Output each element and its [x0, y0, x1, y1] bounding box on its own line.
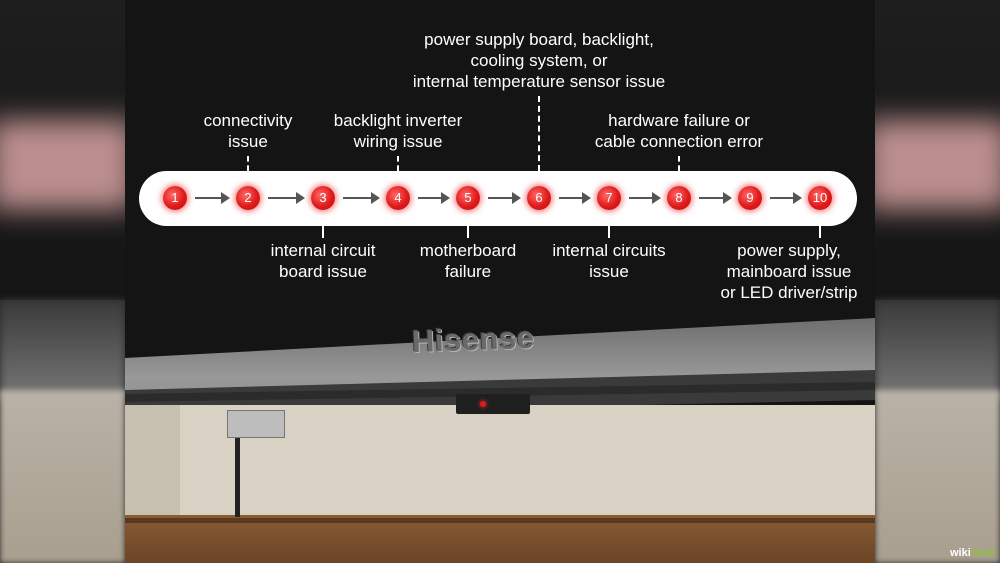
step-label-7: internal circuits issue [552, 240, 665, 282]
step-label-line: power supply, [737, 241, 841, 260]
leader-line [608, 226, 610, 238]
leader-line [538, 96, 540, 171]
blink-led-3: 3 [311, 186, 335, 210]
step-label-line: board issue [279, 262, 367, 281]
arrow-icon [770, 192, 802, 204]
step-label-line: or LED driver/strip [720, 283, 858, 302]
arrow-icon [699, 192, 732, 204]
right-blur-band [875, 0, 1000, 563]
step-label-line: issue [589, 262, 629, 281]
step-label-4: backlight inverter wiring issue [334, 110, 463, 152]
step-label-line: issue [228, 132, 268, 151]
blink-led-1: 1 [163, 186, 187, 210]
tv-cable [235, 412, 240, 517]
step-label-line: failure [444, 262, 492, 281]
step-label-3: internal circuit board issue [271, 240, 376, 282]
blink-sequence-strip: 1 2 3 4 5 6 7 8 9 10 [139, 171, 857, 226]
step-label-line: wiring issue [353, 132, 443, 151]
arrow-icon [268, 192, 305, 204]
wall-shadow [125, 405, 180, 525]
step-label-line: backlight inverter [333, 111, 463, 130]
step-label-8: hardware failure or cable connection erro… [595, 110, 763, 152]
ir-sensor [456, 394, 530, 414]
step-label-line: mainboard issue [726, 262, 852, 281]
brand-logo: Hisense [411, 319, 535, 360]
step-label-line: cooling system, or [470, 51, 608, 70]
blink-led-8: 8 [667, 186, 691, 210]
step-label-line: hardware failure or [608, 111, 750, 130]
step-label-2: connectivity issue [204, 110, 293, 152]
blink-led-10: 10 [808, 186, 832, 210]
step-label-line: connectivity [203, 111, 293, 130]
blink-led-9: 9 [738, 186, 762, 210]
leader-line [247, 156, 249, 171]
floor [125, 515, 875, 563]
step-label-line: cable connection error [594, 132, 764, 151]
blink-led-2: 2 [236, 186, 260, 210]
step-label-line: power supply board, backlight, [424, 30, 654, 49]
arrow-icon [418, 192, 450, 204]
blink-led-5: 5 [456, 186, 480, 210]
blink-led-4: 4 [386, 186, 410, 210]
step-label-10: power supply, mainboard issue or LED drive… [721, 240, 858, 303]
arrow-icon [343, 192, 380, 204]
arrow-icon [488, 192, 521, 204]
leader-line [819, 226, 821, 238]
leader-line [322, 226, 324, 238]
leader-line [397, 156, 399, 171]
wikihow-watermark: wikiHow [949, 547, 994, 559]
wall-bracket [227, 410, 285, 438]
left-blur-band [0, 0, 125, 563]
step-label-line: motherboard [419, 241, 517, 260]
standby-led-icon [480, 401, 486, 407]
arrow-icon [195, 192, 230, 204]
blink-led-7: 7 [597, 186, 621, 210]
leader-line [678, 156, 680, 171]
floor-trim [125, 518, 875, 523]
blink-led-6: 6 [527, 186, 551, 210]
arrow-icon [559, 192, 591, 204]
step-label-6: power supply board, backlight, cooling sy… [413, 29, 665, 92]
step-label-line: internal circuits [552, 241, 666, 260]
step-label-line: internal temperature sensor issue [412, 72, 666, 91]
step-label-line: internal circuit [270, 241, 376, 260]
leader-line [467, 226, 469, 238]
step-label-5: motherboard failure [420, 240, 516, 282]
arrow-icon [629, 192, 661, 204]
